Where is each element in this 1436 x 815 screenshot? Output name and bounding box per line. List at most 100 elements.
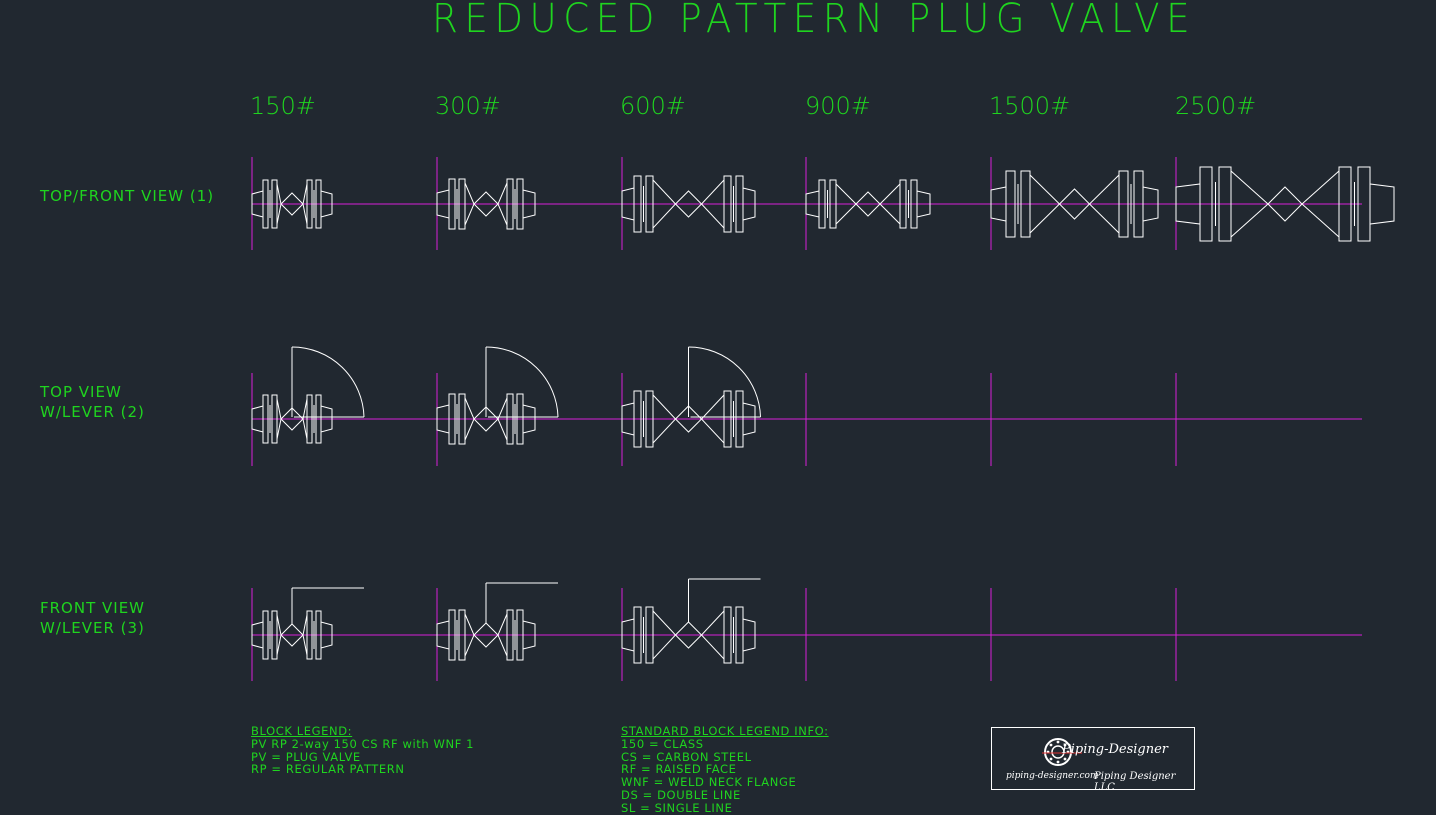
- body-cone-left: [464, 182, 475, 226]
- standard-legend-line: DS = DOUBLE LINE: [621, 787, 741, 802]
- lever-swing-arc: [688, 346, 761, 418]
- row-label-top-front-view: TOP/FRONT VIEW (1): [40, 186, 214, 206]
- class-label-2500: 2500#: [1175, 92, 1257, 120]
- row-label-line: TOP/FRONT VIEW (1): [40, 187, 215, 205]
- class-label-900: 900#: [805, 92, 871, 120]
- valve-top-front-6: [1175, 166, 1395, 242]
- flange-left-outer: [448, 393, 456, 445]
- block-legend-line: RP = REGULAR PATTERN: [251, 762, 405, 777]
- body-cone-right: [879, 182, 901, 226]
- block-legend: BLOCK LEGEND: PV RP 2-way 150 CS RF with…: [251, 725, 474, 776]
- class-label-1500: 1500#: [989, 92, 1071, 120]
- body-cone-left: [276, 614, 282, 656]
- standard-legend-line: CS = CARBON STEEL: [621, 749, 752, 764]
- lever-front-3: [688, 578, 761, 622]
- valve-top-front-2: [436, 178, 536, 230]
- lever-arc-1: [291, 346, 365, 418]
- flange-right-outer: [1133, 170, 1144, 238]
- row-label-top-view-lever: TOP VIEW W/LEVER (2): [40, 382, 145, 422]
- lever-arc-2: [485, 346, 559, 418]
- standard-legend-line: WNF = WELD NECK FLANGE: [621, 775, 797, 790]
- lever-front-2: [485, 582, 558, 623]
- flange-right-outer: [910, 179, 918, 229]
- flange-left-outer: [448, 609, 456, 661]
- standard-legend-line: 150 = CLASS: [621, 736, 704, 751]
- body-cone-right: [497, 397, 508, 441]
- standard-block-legend: STANDARD BLOCK LEGEND INFO: 150 = CLASS …: [621, 725, 829, 815]
- lever-swing-arc: [485, 346, 559, 418]
- logo-url: piping-designer.com: [1006, 771, 1099, 781]
- body-cone-right: [302, 614, 308, 656]
- piping-designer-logo: Piping-Designer piping-designer.com Pipi…: [991, 727, 1195, 793]
- row-label-front-view-lever: FRONT VIEW W/LEVER (3): [40, 598, 145, 638]
- flange-left-outer: [1005, 170, 1016, 238]
- body-cone-left: [1029, 173, 1061, 235]
- body-cone-left: [464, 613, 475, 657]
- body-cone-left: [652, 393, 677, 445]
- flange-right-outer: [315, 179, 322, 229]
- valve-top-front-4: [805, 179, 931, 229]
- flange-left-outer: [633, 175, 642, 233]
- body-cone-right: [302, 398, 308, 440]
- body-cone-left: [464, 397, 475, 441]
- flange-right-outer: [315, 394, 322, 444]
- body-cone-left: [276, 398, 282, 440]
- flange-left-outer: [262, 610, 269, 660]
- flange-left-outer: [633, 606, 642, 664]
- body-cone-right: [1088, 173, 1120, 235]
- logo-company: Piping Designer LLC: [1094, 771, 1176, 793]
- plug-diamond: [280, 623, 304, 647]
- flange-left-outer: [262, 394, 269, 444]
- standard-legend-heading: STANDARD BLOCK LEGEND INFO:: [621, 724, 829, 738]
- plug-diamond: [280, 192, 304, 216]
- valve-top-front-1: [251, 179, 333, 229]
- valve-top-lever-3: [621, 390, 756, 448]
- plug-diamond: [473, 406, 499, 432]
- flange-right-outer: [735, 606, 744, 664]
- block-legend-heading: BLOCK LEGEND:: [251, 724, 353, 738]
- body-cone-left: [835, 182, 857, 226]
- body-cone-right: [497, 613, 508, 657]
- valve-top-lever-2: [436, 393, 536, 445]
- plug-diamond: [855, 191, 881, 217]
- lever-swing-arc: [291, 346, 365, 418]
- flange-right-outer: [516, 609, 524, 661]
- body-cone-left: [652, 609, 677, 661]
- valve-top-lever-1: [251, 394, 333, 444]
- flange-right-outer: [315, 610, 322, 660]
- row-label-line: W/LEVER (3): [40, 619, 145, 637]
- body-cone-right: [1301, 169, 1340, 239]
- body-cone-right: [700, 393, 725, 445]
- plug-diamond: [1058, 188, 1091, 220]
- body-cone-right: [302, 183, 308, 225]
- plug-diamond: [280, 407, 304, 431]
- plug-diamond: [674, 190, 703, 218]
- logo-name: Piping-Designer: [1062, 742, 1169, 757]
- valve-front-lever-3: [621, 606, 756, 664]
- plug-diamond: [674, 405, 703, 433]
- flange-left-outer: [633, 390, 642, 448]
- plug-diamond: [473, 622, 499, 648]
- class-label-300: 300#: [435, 92, 501, 120]
- plug-diamond: [674, 621, 703, 649]
- standard-legend-line: SL = SINGLE LINE: [621, 800, 733, 815]
- body-cone-left: [276, 183, 282, 225]
- flange-right-outer: [516, 393, 524, 445]
- flange-left-outer: [448, 178, 456, 230]
- class-label-150: 150#: [250, 92, 316, 120]
- weld-neck-right: [1369, 183, 1395, 225]
- row-label-line: TOP VIEW: [40, 383, 122, 401]
- flange-left-outer: [818, 179, 826, 229]
- body-cone-left: [1230, 169, 1269, 239]
- row-label-line: W/LEVER (2): [40, 403, 145, 421]
- flange-right-outer: [735, 390, 744, 448]
- flange-right-outer: [1357, 166, 1371, 242]
- body-cone-right: [497, 182, 508, 226]
- plug-diamond: [1267, 186, 1303, 222]
- lever-front-1: [291, 587, 364, 624]
- class-label-600: 600#: [620, 92, 686, 120]
- lever-arc-3: [688, 346, 761, 418]
- flange-right-outer: [516, 178, 524, 230]
